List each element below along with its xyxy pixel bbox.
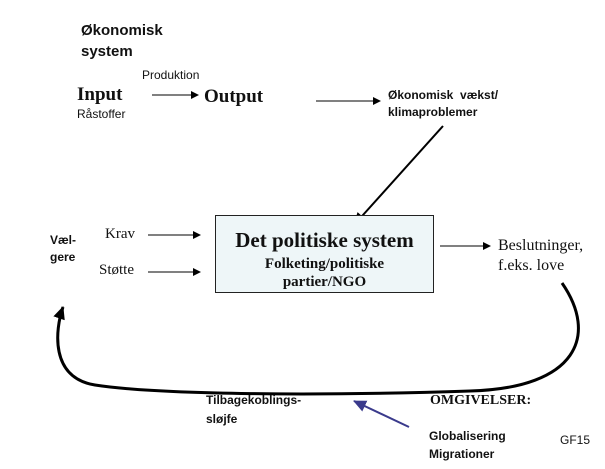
growth-label-line1: Økonomisk vækst/ [388, 88, 499, 102]
political-system-box [215, 215, 434, 293]
political-system-title: Det politiske system [235, 228, 414, 252]
environment-item-migration: Migrationer [429, 447, 495, 461]
political-system-line2: Folketing/politiske [264, 256, 385, 272]
input-label: Input [77, 84, 123, 105]
economic-system-title-line1: Økonomisk [81, 22, 163, 39]
voters-label-line2: gere [50, 250, 76, 264]
voters-label-line1: Væl- [50, 233, 77, 247]
arrow-environment-feedback [353, 400, 410, 428]
feedback-label-line2: sløjfe [206, 412, 238, 426]
feedback-loop-arrow [53, 282, 580, 396]
production-label: Produktion [142, 68, 200, 82]
demand-label: Krav [105, 226, 135, 242]
support-label: Støtte [99, 262, 135, 278]
input-sub-label: Råstoffer [77, 107, 126, 121]
environment-title: OMGIVELSER: [430, 393, 532, 408]
environment-item-globalisation: Globalisering [429, 429, 506, 443]
credit-label: GF15 [560, 433, 591, 447]
political-system-line3: partier/NGO [282, 274, 367, 290]
feedback-label-line1: Tilbagekoblings- [206, 393, 302, 407]
arrow-growth-political [353, 125, 444, 226]
decisions-label-line2: f.eks. love [498, 257, 565, 274]
growth-label-line2: klimaproblemer [388, 105, 478, 119]
economic-system-title-line2: system [81, 43, 133, 60]
decisions-label-line1: Beslutninger, [498, 237, 584, 254]
output-label: Output [204, 86, 264, 107]
